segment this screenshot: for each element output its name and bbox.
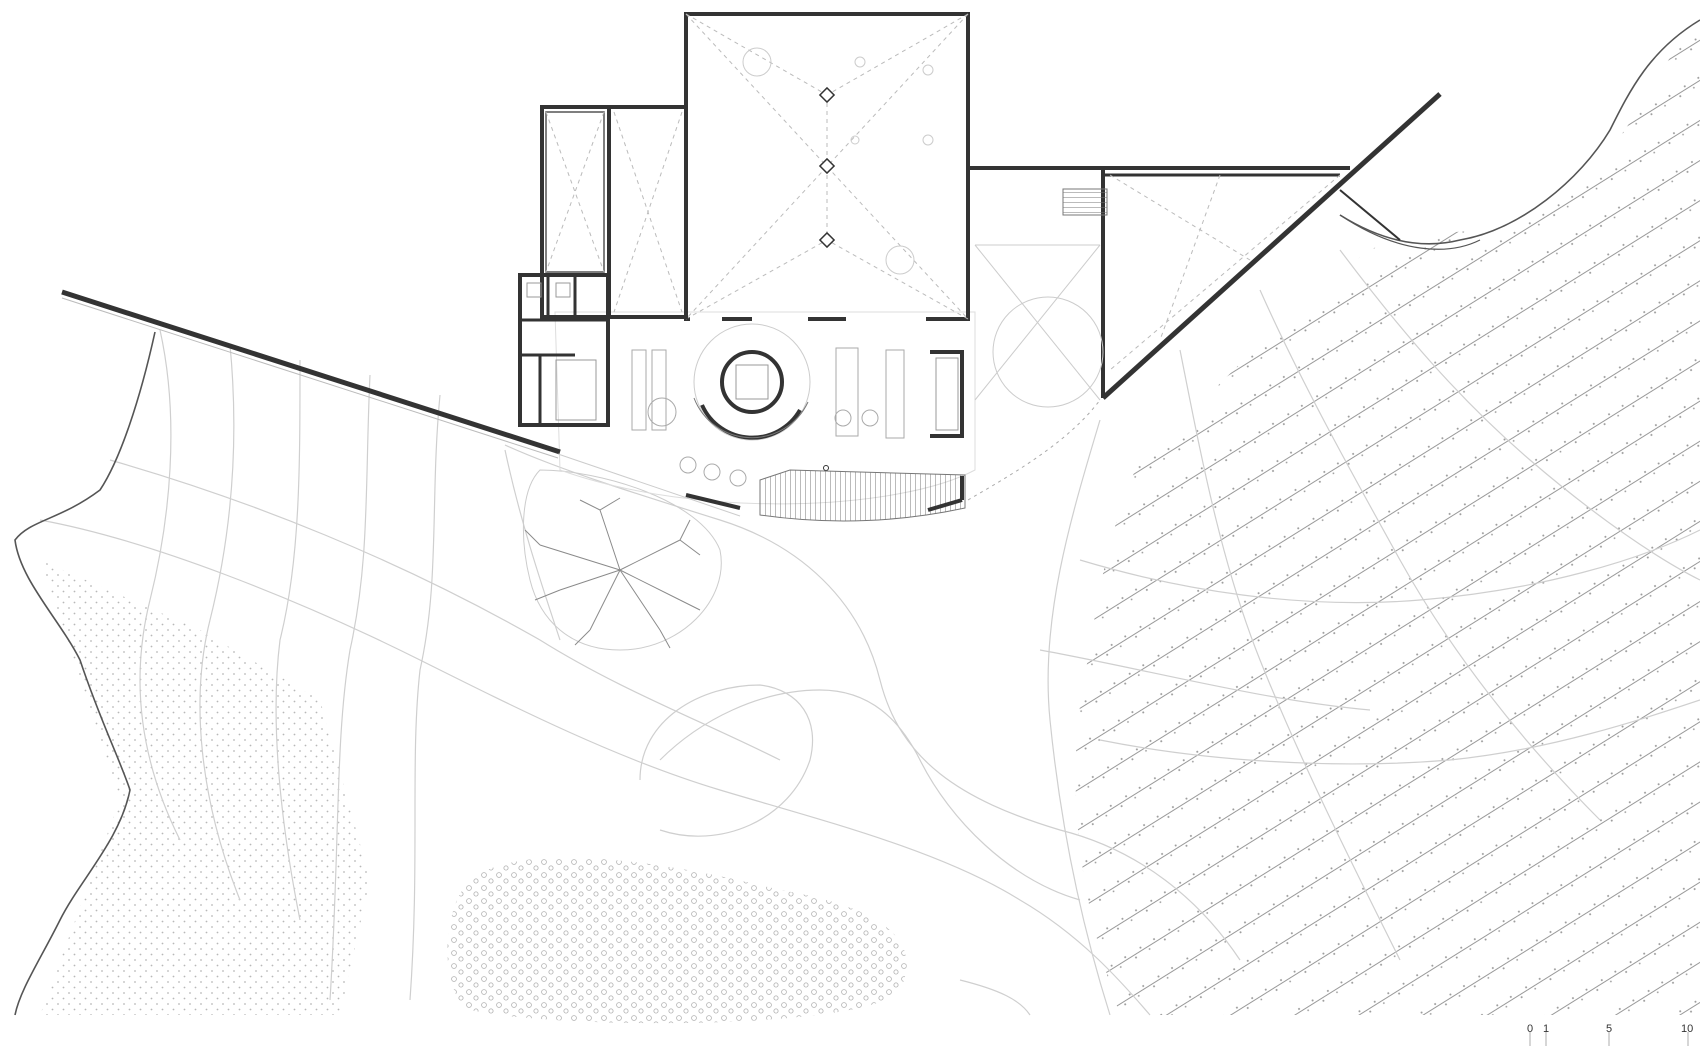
contour-line-6 [199,344,241,901]
east-boundary-curve [967,399,1101,501]
skylight-3 [818,231,836,249]
building [61,12,1442,522]
entrance-steps [759,469,966,522]
contour-line-14 [1339,249,1700,581]
footpath-curve [639,684,814,837]
contour-line-1 [504,444,1241,961]
contour-line-13 [1259,289,1601,821]
meadow-stipple-area [40,560,370,1015]
contour-line-16 [1039,649,1371,711]
contour-line-8 [329,374,371,1001]
lounge-furniture [631,347,964,439]
tree-canopy [523,469,722,651]
main-hall [684,12,970,322]
spiral-stair [693,323,811,441]
small-stair [1062,188,1108,216]
skylight-1 [818,86,836,104]
site-boundary-left [14,331,156,1016]
diagonal-wall [1101,92,1442,400]
contour-line-15 [1099,699,1700,765]
contour-line-12 [1179,349,1401,961]
terrace-tables [679,456,829,487]
stair-arc [700,404,802,440]
scale-label-5: 5 [1606,1023,1613,1035]
vineyard-area [1075,20,1700,1015]
contour-line-2 [39,519,1151,1016]
forest-edge-line [1339,214,1481,250]
contour-line-5 [139,329,181,841]
contour-line-10 [504,449,561,641]
scale-label-0: 0 [1527,1023,1534,1035]
terrain [14,19,1700,1024]
contour-line-3 [109,459,781,761]
west-retaining-wall [61,289,561,455]
contour-line-7 [275,359,301,921]
service-wing [518,105,688,427]
scale-bar [1529,1032,1689,1046]
east-wing [967,92,1442,501]
shrub-patch [447,857,907,1024]
contour-line-17 [959,979,1031,1016]
contour-line-9 [409,394,441,1001]
skylight-2 [818,157,836,175]
contour-line-4 [659,689,1081,901]
contour-line-18 [1079,529,1700,604]
scale-label-10: 10 [1681,1023,1694,1035]
contour-line-11 [1047,419,1111,1016]
tree-shadow-outline [523,469,722,651]
site-boundary-top-right [1339,19,1700,245]
sofa [930,350,964,438]
scale-label-1: 1 [1543,1023,1550,1035]
